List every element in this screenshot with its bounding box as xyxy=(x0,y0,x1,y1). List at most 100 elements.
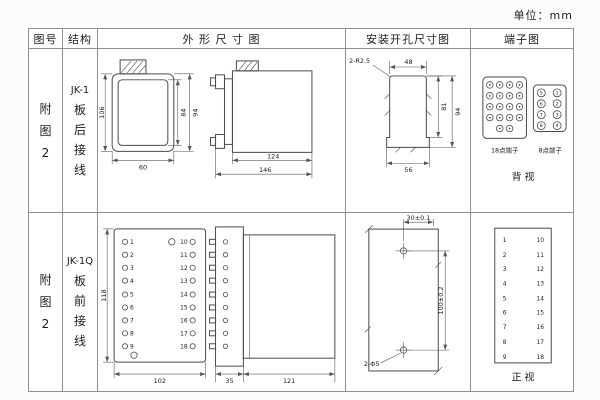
structure-char: 线 xyxy=(73,162,86,177)
dim-label-84: 84 xyxy=(180,109,188,117)
dim-label-56: 56 xyxy=(404,166,412,174)
terminal-number: 17 xyxy=(180,331,188,338)
terminal-number: 5 xyxy=(503,296,507,303)
terminal-number: 12 xyxy=(180,265,188,272)
fig-char: 2 xyxy=(41,317,50,331)
cell-row2-structure: JK-1Q 板 前 接 线 xyxy=(63,213,98,391)
structure-char: 前 xyxy=(73,294,86,308)
fig-char: 2 xyxy=(41,145,50,160)
header-fig-no: 图号 xyxy=(29,29,63,49)
terminal-number: 8 xyxy=(130,331,134,338)
terminal-number: 12 xyxy=(537,266,545,273)
dim-width-60: 60 xyxy=(111,151,175,171)
structure-char: 板 xyxy=(73,102,86,117)
terminal-number: 11 xyxy=(537,252,545,259)
terminal-number: 1 xyxy=(130,239,134,246)
terminal-points-18 xyxy=(486,81,524,133)
dim-label-100: 100±0.2 xyxy=(437,287,445,315)
terminal-number: 16 xyxy=(537,324,545,331)
terminal-number: 3 xyxy=(556,112,559,118)
install-drawing-row2: 30±0.1 100±0.2 2-Φ5 xyxy=(364,214,450,376)
structure-char: 后 xyxy=(73,122,86,137)
terminal-number: 8 xyxy=(503,339,507,346)
terminal-number: 10 xyxy=(180,239,188,246)
install-drawing-row1: 2-R2.5 48 81 94 xyxy=(349,57,462,174)
terminal-number: 6 xyxy=(503,309,507,316)
outline-drawing-row2: 1 2 3 4 5 6 7 8 9 10 11 12 13 xyxy=(100,226,336,385)
terminal-number: 2 xyxy=(556,101,559,107)
dim-width-146: 146 xyxy=(215,148,313,179)
terminal-strip: 1 2 3 4 5 6 7 8 9 10 11 12 13 xyxy=(494,227,552,364)
terminal-number: 17 xyxy=(537,339,545,346)
terminal-number: 7 xyxy=(503,324,507,331)
structure-char: 接 xyxy=(73,142,86,157)
model-label: JK-1Q xyxy=(66,256,94,267)
dim-label-94b: 94 xyxy=(454,108,462,116)
dim-height-81: 81 xyxy=(426,75,448,138)
dim-label-102: 102 xyxy=(154,377,166,385)
terminal-number: 4 xyxy=(556,123,559,129)
header-outline-dims: 外 形 尺 寸 图 xyxy=(98,29,346,49)
terminal-column-left: 1 2 3 4 5 6 7 8 9 xyxy=(122,238,134,350)
terminal-number: 18 xyxy=(180,343,188,350)
terminal-number: 4 xyxy=(130,278,134,285)
spec-table: 图号 结构 外 形 尺 寸 图 安装开孔尺寸图 端子图 附 图 2 JK-1 板… xyxy=(28,28,574,392)
cell-row2-fig-no: 附 图 2 xyxy=(29,213,63,391)
dim-width-56: 56 xyxy=(386,147,430,174)
terminal-number: 2 xyxy=(503,252,507,259)
dim-label-118: 118 xyxy=(100,289,108,301)
dim-width-48: 48 xyxy=(389,58,427,74)
dim-height-84: 84 xyxy=(167,79,188,146)
label-8-point: 8点端子 xyxy=(539,145,563,154)
header-structure: 结构 xyxy=(63,29,98,49)
terminal-number: 15 xyxy=(180,305,188,312)
terminal-number: 14 xyxy=(537,296,545,303)
terminal-number: 8 xyxy=(540,123,543,129)
dim-height-118: 118 xyxy=(100,228,115,363)
dim-label-121: 121 xyxy=(283,377,295,385)
terminal-number: 2 xyxy=(130,252,134,259)
structure-char: 接 xyxy=(73,314,86,328)
terminal-number: 4 xyxy=(503,281,507,288)
dim-label-146: 146 xyxy=(259,166,271,174)
view-label-front: 正视 xyxy=(512,371,538,384)
dim-label-124: 124 xyxy=(267,152,279,160)
side-screws xyxy=(209,238,229,350)
terminal-drawing-row2: 1 2 3 4 5 6 7 8 9 10 11 12 13 xyxy=(494,227,552,384)
terminal-number: 1 xyxy=(556,91,559,97)
terminal-number: 9 xyxy=(130,343,134,350)
fig-char: 图 xyxy=(39,123,52,138)
fig-char: 图 xyxy=(39,295,52,309)
outline-drawing-row1: 106 84 94 60 xyxy=(98,59,313,179)
callout-label: 2-R2.5 xyxy=(349,57,370,65)
structure-char: 线 xyxy=(73,334,86,348)
terminal-number: 1 xyxy=(503,237,507,244)
fig-char: 附 xyxy=(39,101,52,116)
view-label-rear: 背视 xyxy=(512,170,538,183)
dim-label-48: 48 xyxy=(404,58,412,66)
dim-height-106: 106 xyxy=(98,73,113,152)
terminal-number: 3 xyxy=(130,265,134,272)
callout-label: 2-Φ5 xyxy=(364,360,380,368)
terminal-number: 6 xyxy=(540,101,543,107)
unit-label: 单位：mm xyxy=(513,9,573,22)
cell-row2-install: 30±0.1 100±0.2 2-Φ5 xyxy=(346,213,471,391)
callout-hole-diameter: 2-Φ5 xyxy=(364,352,401,368)
header-install-dims: 安装开孔尺寸图 xyxy=(346,29,471,49)
dim-hole-offset-30: 30±0.1 xyxy=(403,214,434,241)
label-18-point: 18点端子 xyxy=(491,145,519,154)
terminal-number: 5 xyxy=(130,292,134,299)
terminal-number: 13 xyxy=(180,278,188,285)
terminal-number: 7 xyxy=(540,112,543,118)
cell-row2-terminal: 1 2 3 4 5 6 7 8 9 10 11 12 13 xyxy=(471,213,573,391)
cell-row1-structure: JK-1 板 后 接 线 xyxy=(63,49,98,213)
dim-width-35: 35 xyxy=(215,366,244,385)
terminal-block-8: 5 1 6 2 7 3 8 4 xyxy=(532,84,567,132)
terminal-number: 16 xyxy=(180,318,188,325)
dim-width-102: 102 xyxy=(113,362,206,385)
terminal-number: 14 xyxy=(180,292,188,299)
dim-hole-spacing-100: 100±0.2 xyxy=(407,250,450,351)
dim-label-60: 60 xyxy=(139,163,147,171)
terminal-column-right: 10 11 12 13 14 15 16 17 18 xyxy=(180,238,196,350)
